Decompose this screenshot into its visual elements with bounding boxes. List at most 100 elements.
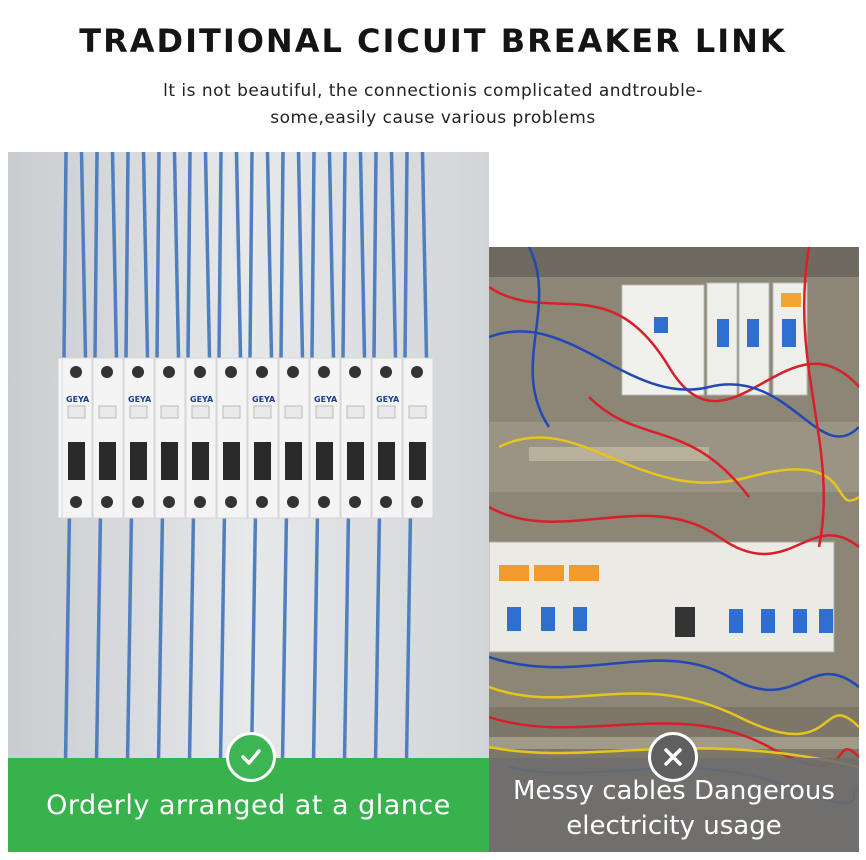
terminal-screw [287,496,299,508]
breaker-toggle [130,442,147,480]
wire-bottom [311,511,320,763]
terminal-screw [318,496,330,508]
tangled-wire [802,247,826,548]
tangled-wire [489,330,859,438]
breaker-toggle [99,442,116,480]
orange-label [534,565,564,581]
terminal-screw [163,366,175,378]
wire-bottom [249,511,258,763]
breaker-toggle [316,442,333,480]
breaker-pole [154,357,186,519]
blue-switch [541,607,555,631]
wire-top [296,152,305,359]
wire-top [279,152,285,359]
wire-top [327,152,336,359]
tangled-wire [489,745,859,769]
wire-top [234,152,243,359]
breaker-pole [247,357,279,519]
wire-top [248,152,254,359]
breaker-toggle [409,442,426,480]
blue-switches [507,607,833,637]
breaker-label [191,405,210,419]
breaker-toggle [254,442,271,480]
breaker-label [408,405,427,419]
wire-bottom [187,511,196,763]
tangled-wire [588,396,750,498]
breaker-pole [216,357,248,519]
breaker-brand-label: GEYA [190,395,214,404]
wire-top [172,152,181,359]
terminal-screw [349,496,361,508]
terminal-screw [132,496,144,508]
wire-bottom [63,511,72,763]
terminal-screw [256,366,268,378]
breaker-toggle [378,442,395,480]
breaker-pole [92,357,124,519]
tangled-wire [498,436,859,502]
breaker-label [346,405,365,419]
wire-top [389,152,398,359]
wire-bottom [404,511,413,763]
terminal-screw [101,496,113,508]
wire-top [203,152,212,359]
terminal-screw [163,496,175,508]
wire-bottom [280,511,289,763]
terminal-screw [380,496,392,508]
terminal-screw [411,366,423,378]
breaker-label [129,405,148,419]
breaker-label [253,405,272,419]
tangled-wire [489,715,859,767]
wire-bottom [156,511,165,763]
wires-bottom [63,511,413,763]
breaker-brand-label: GEYA [128,395,152,404]
wire-top [155,152,161,359]
blue-switch [507,607,521,631]
wire-top [124,152,130,359]
orange-label [499,565,529,581]
breaker-label [315,405,334,419]
breaker-pole [185,357,217,519]
wire-top [217,152,223,359]
wire-bottom [125,511,134,763]
tangled-wire [489,655,859,691]
breaker-pole [123,357,155,519]
orange-labels [499,565,599,581]
blue-switch [793,609,807,633]
checkmark-icon [226,732,276,782]
tangled-wire [489,685,859,736]
breaker-brand-label: GEYA [66,395,90,404]
breaker-label [222,405,241,419]
breaker-pole [278,357,310,519]
breaker-label [160,405,179,419]
breaker-pole [402,357,434,519]
wire-bottom [94,511,103,763]
wire-top [265,152,274,359]
wire-top [403,152,409,359]
subtitle-line-1: lt is not beautiful, the connectionis co… [163,81,703,101]
terminal-screw [225,366,237,378]
wire-top [358,152,367,359]
page-title: TRADITIONAL CICUIT BREAKER LINK [79,22,787,60]
tangled-wire [489,505,859,556]
orange-label [569,565,599,581]
wire-top [93,152,99,359]
breaker-label [284,405,303,419]
page-subtitle: lt is not beautiful, the connectionis co… [0,78,866,132]
wire-bottom [342,511,351,763]
terminal-screw [101,366,113,378]
breaker-toggle [68,442,85,480]
breaker-label [67,405,86,419]
wire-top [62,152,68,359]
breaker-label [98,405,117,419]
blue-switch [819,609,833,633]
wire-bottom [218,511,227,763]
breaker-toggle [347,442,364,480]
wire-bottom [373,511,382,763]
wire-top [79,152,88,359]
cross-icon [648,732,698,782]
breaker-toggle [223,442,240,480]
terminal-screw [70,496,82,508]
terminal-screw [225,496,237,508]
